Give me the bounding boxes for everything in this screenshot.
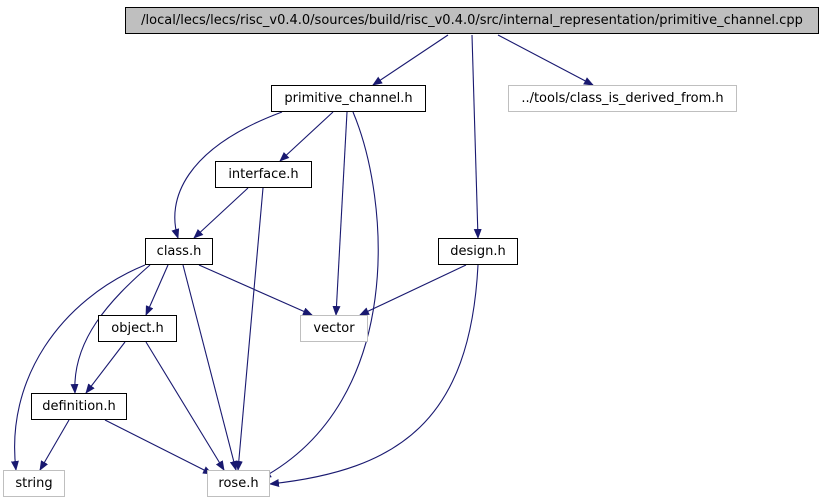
node-design-h[interactable]: design.h [438, 238, 518, 265]
edge-definition-to-rose [104, 419, 213, 475]
edge-class-to-rose [182, 264, 238, 471]
edge-definition-to-string [39, 419, 70, 471]
edge-class-to-object [145, 264, 169, 316]
edge-primitive-channel-to-interface [279, 111, 334, 162]
node-rose-h: rose.h [207, 470, 270, 497]
edge-object-to-definition [85, 341, 126, 394]
node-class-is-derived-from-h: ../tools/class_is_derived_from.h [508, 85, 737, 112]
edge-interface-to-class [193, 187, 249, 239]
edge-design-to-vector [359, 264, 467, 316]
node-primitive-channel-h[interactable]: primitive_channel.h [271, 85, 426, 112]
edge-root-to-primitive-channel [372, 34, 449, 86]
edge-primitive-channel-to-vector [332, 111, 348, 316]
edge-primitive-channel-to-rose [261, 111, 379, 479]
node-string: string [3, 470, 65, 497]
node-definition-h[interactable]: definition.h [31, 393, 127, 420]
edge-root-to-design [471, 34, 482, 239]
edge-interface-to-rose [234, 187, 264, 471]
node-interface-h[interactable]: interface.h [215, 161, 312, 188]
edge-class-to-definition [70, 264, 151, 394]
edge-primitive-channel-to-class [171, 111, 283, 239]
node-class-h[interactable]: class.h [145, 238, 213, 265]
edge-class-to-string [10, 264, 146, 471]
node-primitive-channel-cpp: /local/lecs/lecs/risc_v0.4.0/sources/bui… [125, 7, 819, 34]
edge-design-to-rose [269, 264, 479, 488]
node-object-h[interactable]: object.h [98, 315, 177, 342]
edge-class-to-vector [198, 264, 313, 316]
edge-object-to-rose [145, 341, 225, 471]
node-vector: vector [300, 315, 368, 342]
edge-root-to-class-is-derived-from [497, 34, 594, 86]
edges-layer [10, 34, 594, 488]
